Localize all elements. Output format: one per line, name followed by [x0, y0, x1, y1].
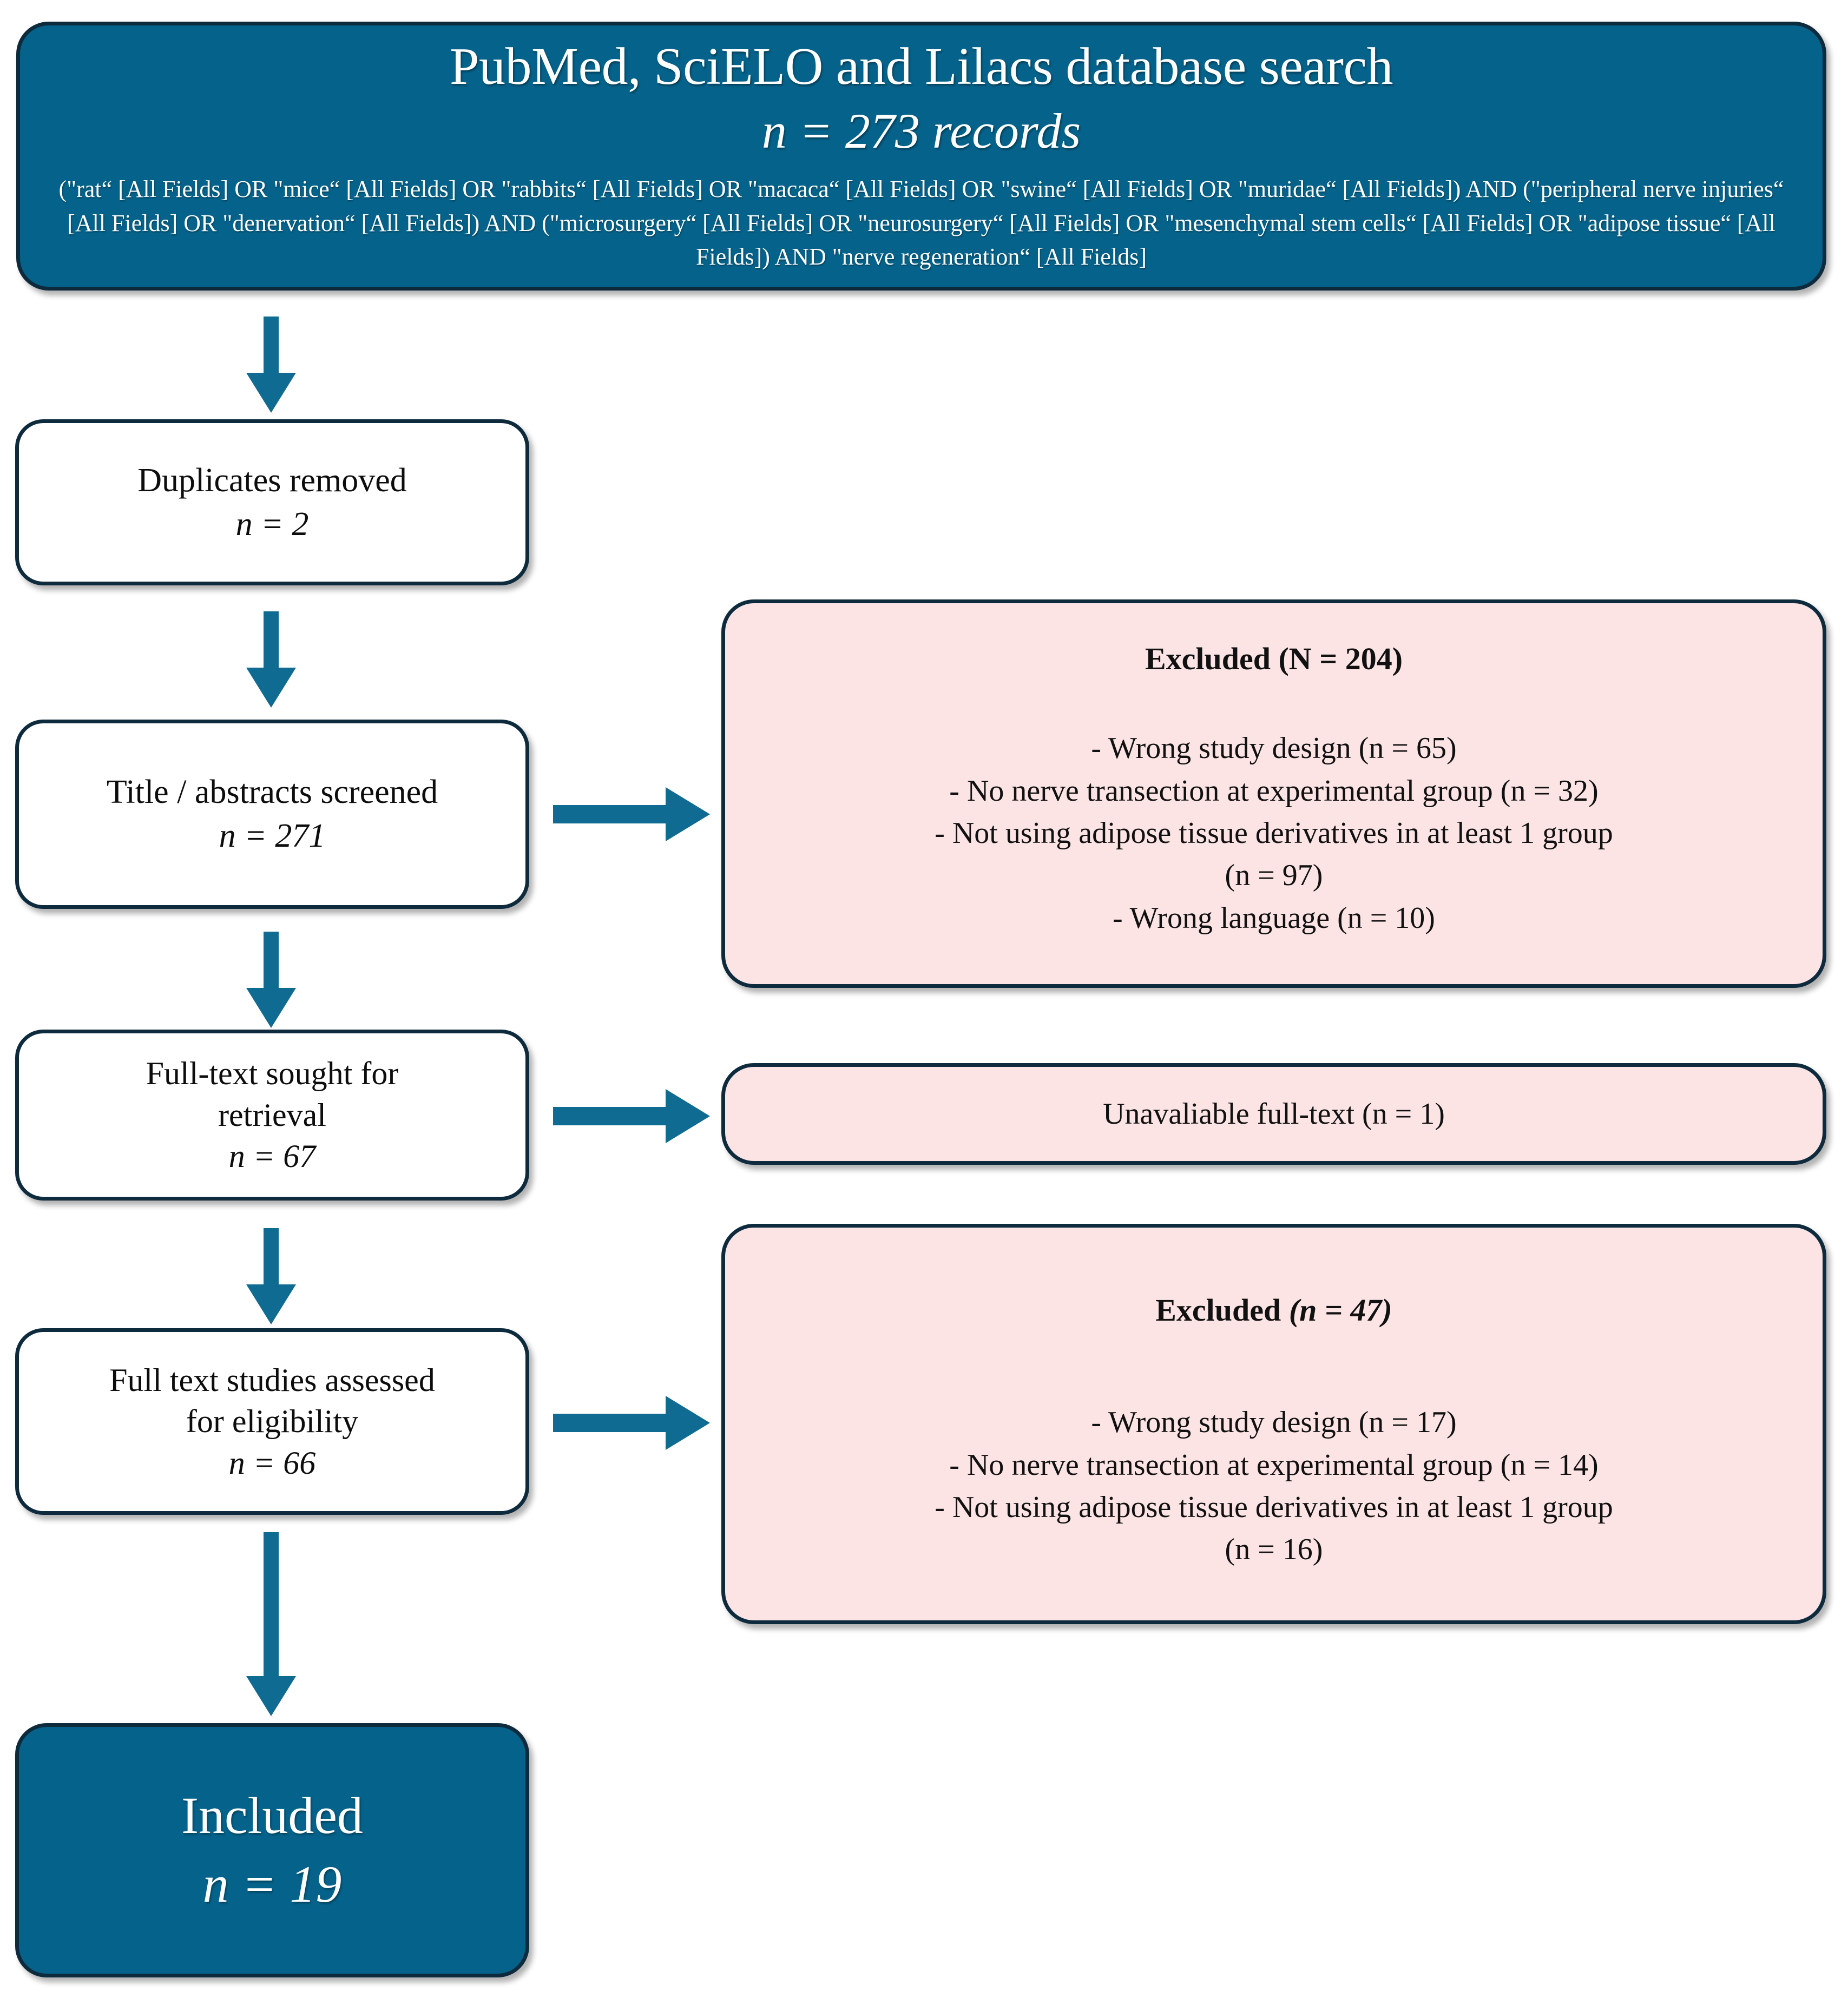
- excluded-eligibility-reason-2: - No nerve transection at experimental g…: [949, 1448, 1599, 1482]
- excluded-eligibility-box: Excluded (n = 47) - Wrong study design (…: [721, 1224, 1826, 1624]
- excluded-screening-reason-1: - Wrong study design (n = 65): [1091, 731, 1457, 766]
- arrow-sought-to-unavailable: [553, 1089, 710, 1143]
- excluded-screening-header: Excluded (N = 204): [1145, 641, 1403, 676]
- title-abstracts-screened-label: Title / abstracts screened: [106, 774, 438, 811]
- arrow-duplicates-to-screened: [246, 611, 296, 708]
- title-abstracts-screened-box: Title / abstracts screened n = 271: [15, 720, 529, 909]
- excluded-eligibility-header: Excluded (n = 47): [739, 1288, 1808, 1332]
- search-source-box: PubMed, SciELO and Lilacs database searc…: [16, 22, 1826, 291]
- excluded-screening-reason-3-count: (n = 97): [1225, 859, 1323, 893]
- duplicates-removed-label: Duplicates removed: [137, 461, 407, 499]
- excluded-eligibility-reason-1: - Wrong study design (n = 17): [1091, 1406, 1457, 1440]
- fulltext-sought-count: n = 67: [228, 1138, 316, 1175]
- search-source-title: PubMed, SciELO and Lilacs database searc…: [450, 37, 1393, 96]
- fulltext-assessed-label-line1: Full text studies assessed: [109, 1362, 435, 1399]
- fulltext-sought-label-line2: retrieval: [218, 1097, 326, 1133]
- fulltext-assessed-box: Full text studies assessed for eligibili…: [15, 1328, 529, 1515]
- included-label: Included: [181, 1786, 363, 1845]
- fulltext-sought-box: Full-text sought for retrieval n = 67: [15, 1030, 529, 1201]
- excluded-eligibility-header-count: (n = 47): [1288, 1293, 1392, 1328]
- excluded-screening-reason-2: - No nerve transection at experimental g…: [949, 774, 1599, 808]
- arrow-screened-to-excluded: [553, 787, 710, 841]
- included-count: n = 19: [202, 1855, 342, 1913]
- excluded-screening-reason-3: - Not using adipose tissue derivatives i…: [935, 816, 1613, 850]
- title-abstracts-screened-count: n = 271: [219, 817, 326, 854]
- search-source-count: n = 273 records: [761, 103, 1081, 159]
- fulltext-sought-label-line1: Full-text sought for: [146, 1055, 399, 1091]
- excluded-screening-reason-4: - Wrong language (n = 10): [1113, 901, 1435, 935]
- unavailable-fulltext-box: Unavaliable full-text (n = 1): [721, 1063, 1826, 1165]
- arrow-screened-to-sought: [246, 932, 296, 1028]
- unavailable-fulltext-text: Unavaliable full-text (n = 1): [1103, 1097, 1445, 1131]
- fulltext-assessed-label-line2: for eligibility: [186, 1403, 359, 1440]
- excluded-eligibility-reason-3: - Not using adipose tissue derivatives i…: [935, 1490, 1613, 1524]
- arrow-header-to-duplicates: [246, 316, 296, 413]
- duplicates-removed-box: Duplicates removed n = 2: [15, 419, 529, 585]
- excluded-eligibility-header-label: Excluded: [1155, 1293, 1281, 1328]
- excluded-screening-box: Excluded (N = 204) - Wrong study design …: [721, 599, 1826, 988]
- duplicates-removed-count: n = 2: [235, 505, 309, 543]
- fulltext-assessed-count: n = 66: [228, 1445, 316, 1481]
- excluded-eligibility-reason-3-count: (n = 16): [1225, 1533, 1323, 1567]
- arrow-assessed-to-included: [246, 1532, 296, 1716]
- arrow-assessed-to-excluded: [553, 1396, 710, 1450]
- search-query-string: ("rat“ [All Fields] OR "mice“ [All Field…: [58, 176, 1784, 271]
- included-box: Included n = 19: [15, 1723, 529, 1977]
- arrow-sought-to-assessed: [246, 1228, 296, 1324]
